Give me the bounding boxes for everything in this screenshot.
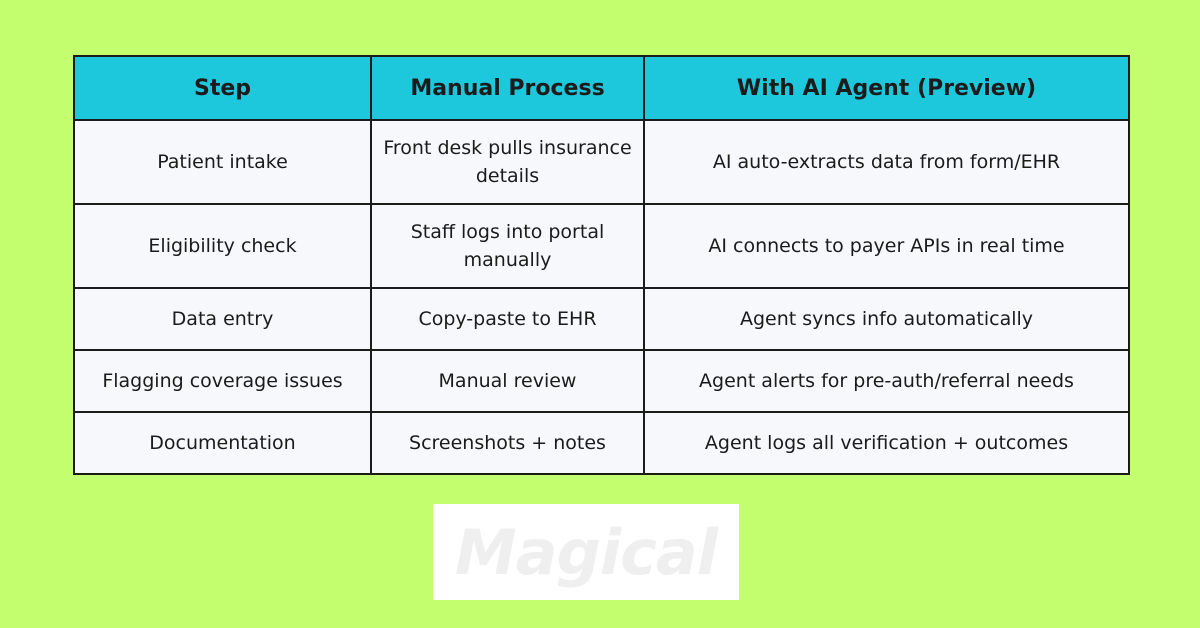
- table-header-row: Step Manual Process With AI Agent (Previ…: [73, 55, 1130, 121]
- cell-ai-agent: Agent alerts for pre-auth/referral needs: [643, 349, 1130, 413]
- table-row: Patient intake Front desk pulls insuranc…: [73, 119, 1130, 205]
- cell-step: Eligibility check: [73, 203, 372, 289]
- cell-manual: Copy-paste to EHR: [370, 287, 645, 351]
- header-ai-agent: With AI Agent (Preview): [643, 55, 1130, 121]
- cell-manual: Front desk pulls insurance details: [370, 119, 645, 205]
- cell-ai-agent: Agent syncs info automatically: [643, 287, 1130, 351]
- header-step: Step: [73, 55, 372, 121]
- cell-step: Documentation: [73, 411, 372, 475]
- table-row: Eligibility check Staff logs into portal…: [73, 203, 1130, 289]
- cell-step: Patient intake: [73, 119, 372, 205]
- table-row: Documentation Screenshots + notes Agent …: [73, 411, 1130, 475]
- comparison-table-container: Step Manual Process With AI Agent (Previ…: [73, 55, 1130, 475]
- comparison-table: Step Manual Process With AI Agent (Previ…: [73, 55, 1130, 475]
- table-row: Data entry Copy-paste to EHR Agent syncs…: [73, 287, 1130, 351]
- cell-ai-agent: Agent logs all verification + outcomes: [643, 411, 1130, 475]
- logo-card: Magical: [433, 504, 739, 600]
- cell-manual: Staff logs into portal manually: [370, 203, 645, 289]
- table-row: Flagging coverage issues Manual review A…: [73, 349, 1130, 413]
- header-manual-process: Manual Process: [370, 55, 645, 121]
- cell-manual: Manual review: [370, 349, 645, 413]
- cell-ai-agent: AI auto-extracts data from form/EHR: [643, 119, 1130, 205]
- cell-step: Data entry: [73, 287, 372, 351]
- cell-step: Flagging coverage issues: [73, 349, 372, 413]
- cell-ai-agent: AI connects to payer APIs in real time: [643, 203, 1130, 289]
- magical-logo: Magical: [454, 515, 718, 589]
- cell-manual: Screenshots + notes: [370, 411, 645, 475]
